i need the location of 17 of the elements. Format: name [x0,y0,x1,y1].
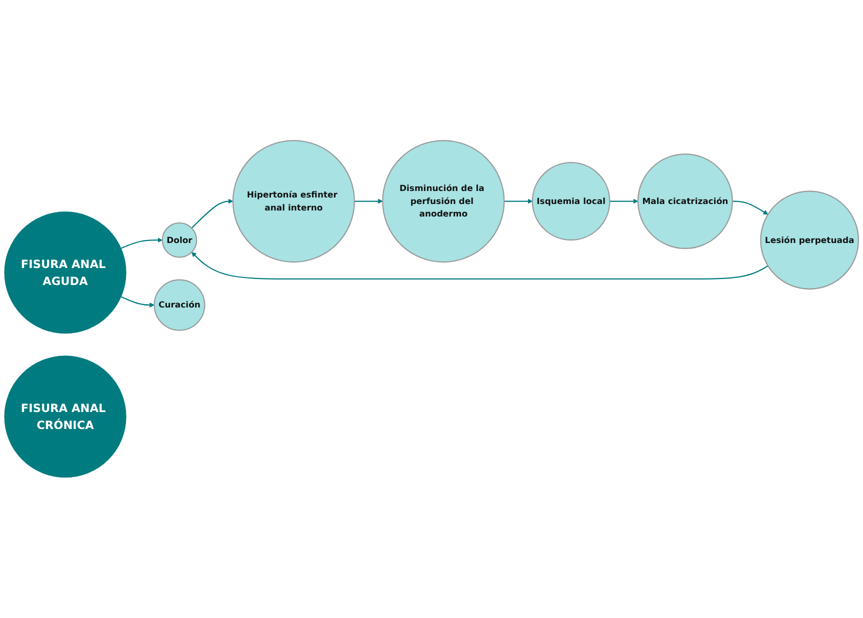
node-circle: Lesión perpetuada [760,190,860,290]
arrow [191,198,234,228]
node-circle: Isquemia local [532,162,610,241]
node-circle: Mala cicatrización [637,154,733,250]
node-circle: Disminución de la perfusión del anodermo [382,140,505,263]
node-circle: FISURA ANAL AGUDA [4,212,126,334]
arrow [732,200,768,215]
arrow [610,198,638,204]
node-circle: Curación [154,279,206,331]
arrow [354,198,383,204]
arrow [120,238,163,249]
node-circle: FISURA ANAL CRÓNICA [4,356,126,478]
arrow [191,252,768,280]
node-circle: Hipertonía esfinter anal interno [232,140,355,263]
node-circle: Dolor [162,222,198,258]
arrow [504,198,533,204]
arrow [120,296,154,308]
